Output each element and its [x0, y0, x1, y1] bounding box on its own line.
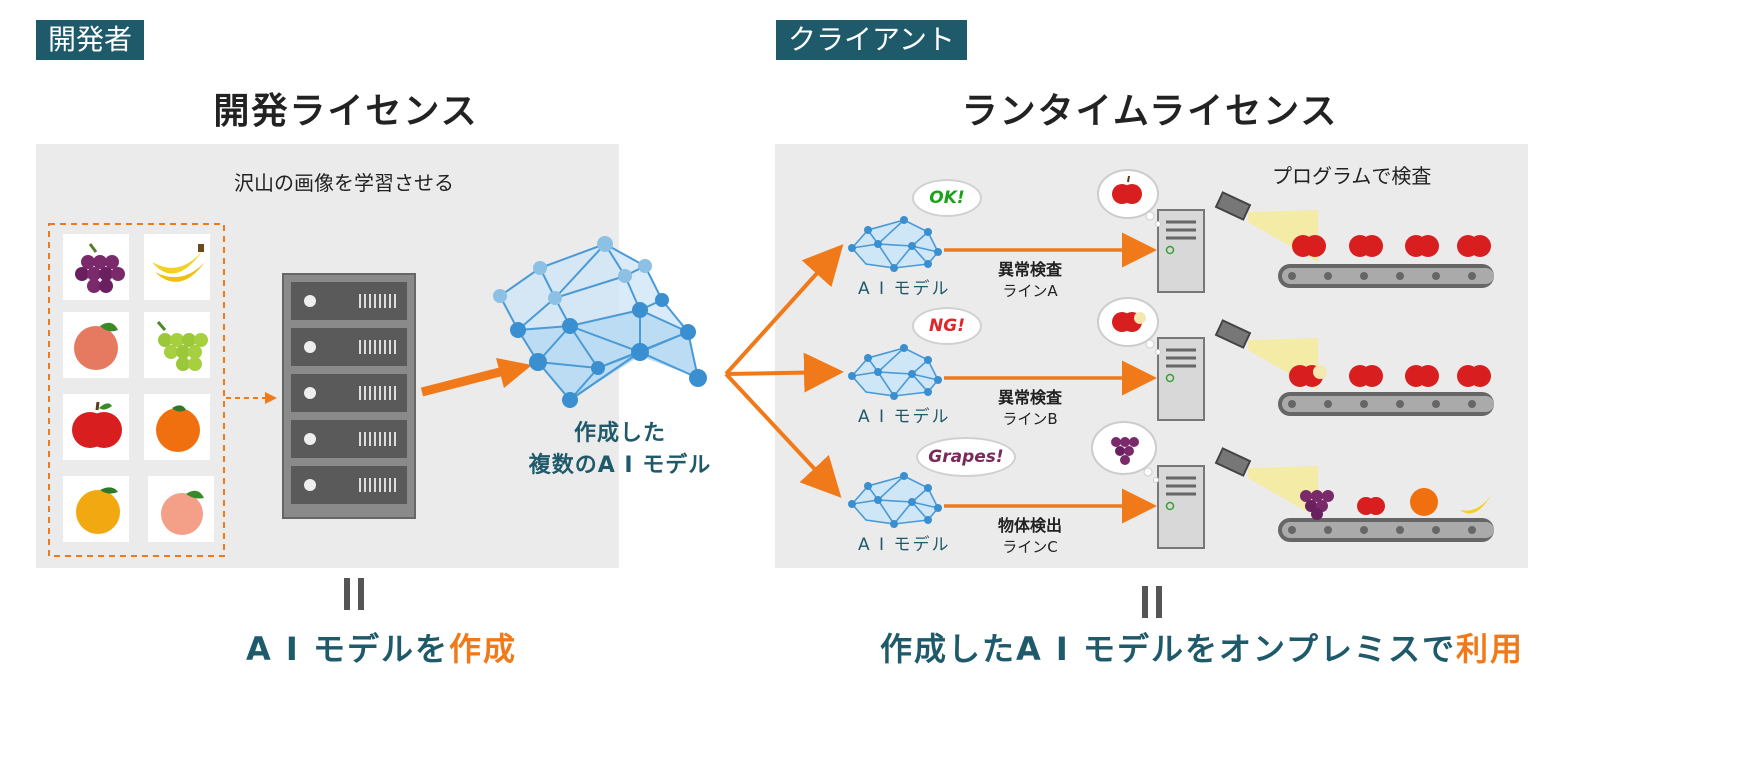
banana-icon: [144, 234, 210, 300]
conveyor-belt-a: [1278, 264, 1494, 288]
bitten-apple-mark: [1313, 365, 1327, 379]
line-b-task: 異常検査: [997, 388, 1062, 407]
pc-tower-icon-c: [1157, 465, 1205, 549]
bottom-right-prefix: 作成したA I モデルをオンプレミスで: [880, 630, 1456, 668]
belt-a-apples: [1292, 235, 1491, 257]
line-b-name: ラインB: [1002, 410, 1058, 428]
camera-icon-c: [1214, 447, 1318, 518]
model-to-pc-arrows: [944, 232, 1157, 524]
dataset-box: [48, 223, 225, 557]
bottom-caption-right: 作成したA I モデルをオンプレミスで利用: [880, 624, 1524, 670]
belt-c-fruits: [1300, 488, 1492, 520]
small-network-icon-a: [850, 219, 939, 269]
thought-apple-icon: [1097, 169, 1161, 227]
bottom-left-highlight: 作成: [448, 630, 517, 668]
bottom-left-prefix: A I モデルを: [246, 630, 449, 668]
dev-license-title: 開発ライセンス: [213, 91, 479, 132]
line-a-name: ラインA: [1002, 282, 1058, 300]
conveyor-belt-c: [1278, 518, 1494, 542]
equals-left: [340, 572, 370, 616]
model-label-b: A I モデル: [858, 407, 951, 427]
developer-tag: 開発者: [36, 20, 145, 60]
line-b-label: 異常検査 ラインB: [990, 384, 1070, 429]
line-a-task: 異常検査: [997, 260, 1062, 279]
ai-model-network-icon: [493, 236, 707, 408]
line-c-label: 物体検出 ラインC: [990, 512, 1070, 557]
bottom-caption-left: A I モデルを作成: [246, 624, 517, 670]
deploy-arrows: [724, 244, 844, 498]
grapes-icon: [63, 234, 129, 300]
small-network-icon-b: [850, 347, 939, 397]
yuzu-icon: [63, 476, 129, 542]
line-c-name: ラインC: [1002, 538, 1058, 556]
apple-icon: [63, 394, 129, 460]
peach-icon-2: [148, 476, 214, 542]
pc-tower-icon-b: [1157, 337, 1205, 421]
bubble-grapes: Grapes!: [916, 437, 1016, 477]
center-caption-line2: 複数のA I モデル: [528, 453, 712, 478]
inspect-caption: プログラムで検査: [1272, 164, 1432, 188]
belt-b-apples: [1289, 365, 1491, 387]
equals-right: [1138, 580, 1168, 624]
bottom-right-highlight: 利用: [1456, 630, 1525, 668]
thought-grapes-icon: [1091, 421, 1159, 483]
thought-bitten-apple-icon: [1097, 297, 1161, 355]
model-label-a: A I モデル: [858, 279, 951, 299]
conveyor-belt-b: [1278, 392, 1494, 416]
center-caption: 作成した 複数のA I モデル: [520, 418, 720, 482]
small-network-icon-c: [850, 475, 939, 525]
bubble-ng: NG!: [912, 307, 982, 345]
training-caption: 沢山の画像を学習させる: [234, 171, 454, 195]
model-label-c: A I モデル: [858, 535, 951, 555]
peach-icon: [63, 312, 129, 378]
training-server-icon: [282, 273, 416, 519]
line-a-label: 異常検査 ラインA: [990, 256, 1070, 301]
green-grapes-icon: [144, 312, 210, 378]
bubble-ok: OK!: [912, 179, 982, 217]
pc-tower-icon-a: [1157, 209, 1205, 293]
orange-icon: [144, 394, 210, 460]
client-tag: クライアント: [776, 20, 967, 60]
line-c-task: 物体検出: [997, 516, 1062, 535]
runtime-license-title: ランタイムライセンス: [961, 91, 1339, 132]
center-caption-line1: 作成した: [573, 421, 666, 446]
server-to-network-arrow: [420, 367, 502, 397]
